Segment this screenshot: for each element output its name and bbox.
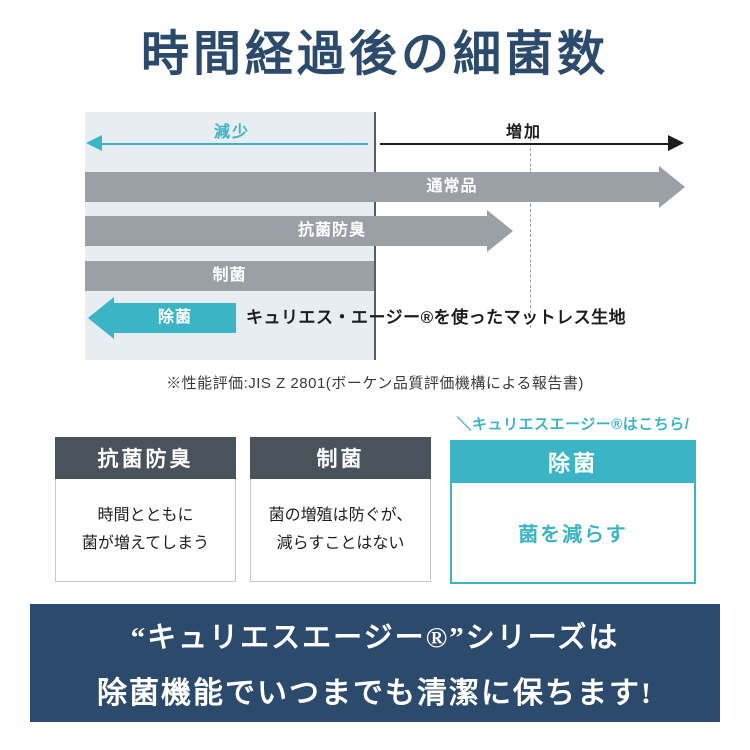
card-antibacterial: 抗菌防臭 時間とともに 菌が増えてしまう (55, 437, 236, 582)
bar-normal-product-arrowhead-icon (659, 166, 685, 208)
increase-arrowhead-icon (668, 135, 684, 151)
card-sterilizing: 除菌 菌を減らす (450, 440, 696, 584)
bar-normal-product-label: 通常品 (426, 178, 478, 195)
bar-bacteriostatic (85, 261, 374, 291)
bar-sterilizing-arrowhead-icon (88, 297, 114, 339)
card-antibacterial-text-line1: 時間とともに (97, 507, 194, 524)
sterilizing-note: キュリエス・エージー®を使ったマットレス生地 (246, 308, 627, 327)
banner-text-line1: “キュリエスエージー®”シリーズは (130, 622, 620, 654)
bar-antibacterial (85, 216, 487, 246)
decrease-axis-line (96, 143, 368, 145)
card-bacteriostatic-body: 菌の増殖は防ぐが、 減らすことはない (250, 479, 431, 582)
decrease-arrowhead-icon (86, 135, 102, 151)
increase-axis-line (380, 143, 668, 145)
card-antibacterial-body: 時間とともに 菌が増えてしまう (55, 479, 236, 582)
decrease-label: 減少 (213, 124, 250, 141)
banner-text-line2: 除菌機能でいつまでも清潔に保ちます! (97, 677, 653, 710)
bar-sterilizing (114, 303, 236, 333)
dashed-gridline (530, 138, 531, 328)
card-sterilizing-header: 除菌 (450, 440, 696, 483)
card-bacteriostatic-text-line1: 菌の増殖は防ぐが、 (268, 507, 413, 524)
card-bacteriostatic-text-line2: 減らすことはない (276, 535, 405, 552)
bar-antibacterial-arrowhead-icon (487, 210, 513, 252)
bar-bacteriostatic-label: 制菌 (212, 267, 247, 284)
increase-label: 増加 (505, 124, 542, 141)
card-sterilizing-body: 菌を減らす (450, 483, 696, 584)
performance-caption: ※性能評価:JIS Z 2801(ボーケン品質評価機構による報告書) (166, 375, 584, 392)
card-bacteriostatic: 制菌 菌の増殖は防ぐが、 減らすことはない (250, 437, 431, 582)
series-banner: “キュリエスエージー®”シリーズは 除菌機能でいつまでも清潔に保ちます! (30, 604, 720, 722)
card-antibacterial-text-line2: 菌が増えてしまう (81, 535, 210, 552)
bar-normal-product (85, 172, 659, 202)
page-title: 時間経過後の細菌数 (140, 28, 609, 81)
curies-ag-callout-link[interactable]: ＼キュリエスエージー®はこちら/ (456, 416, 690, 433)
card-sterilizing-text: 菌を減らす (518, 524, 628, 546)
card-antibacterial-header: 抗菌防臭 (55, 437, 236, 479)
bar-sterilizing-label: 除菌 (157, 309, 192, 326)
card-bacteriostatic-header: 制菌 (250, 437, 431, 479)
bar-antibacterial-label: 抗菌防臭 (297, 222, 366, 239)
bacteria-count-diagram: 減少 増加 通常品 抗菌防臭 制菌 除菌 キュリエス・エージー®を使ったマットレ… (0, 108, 750, 366)
